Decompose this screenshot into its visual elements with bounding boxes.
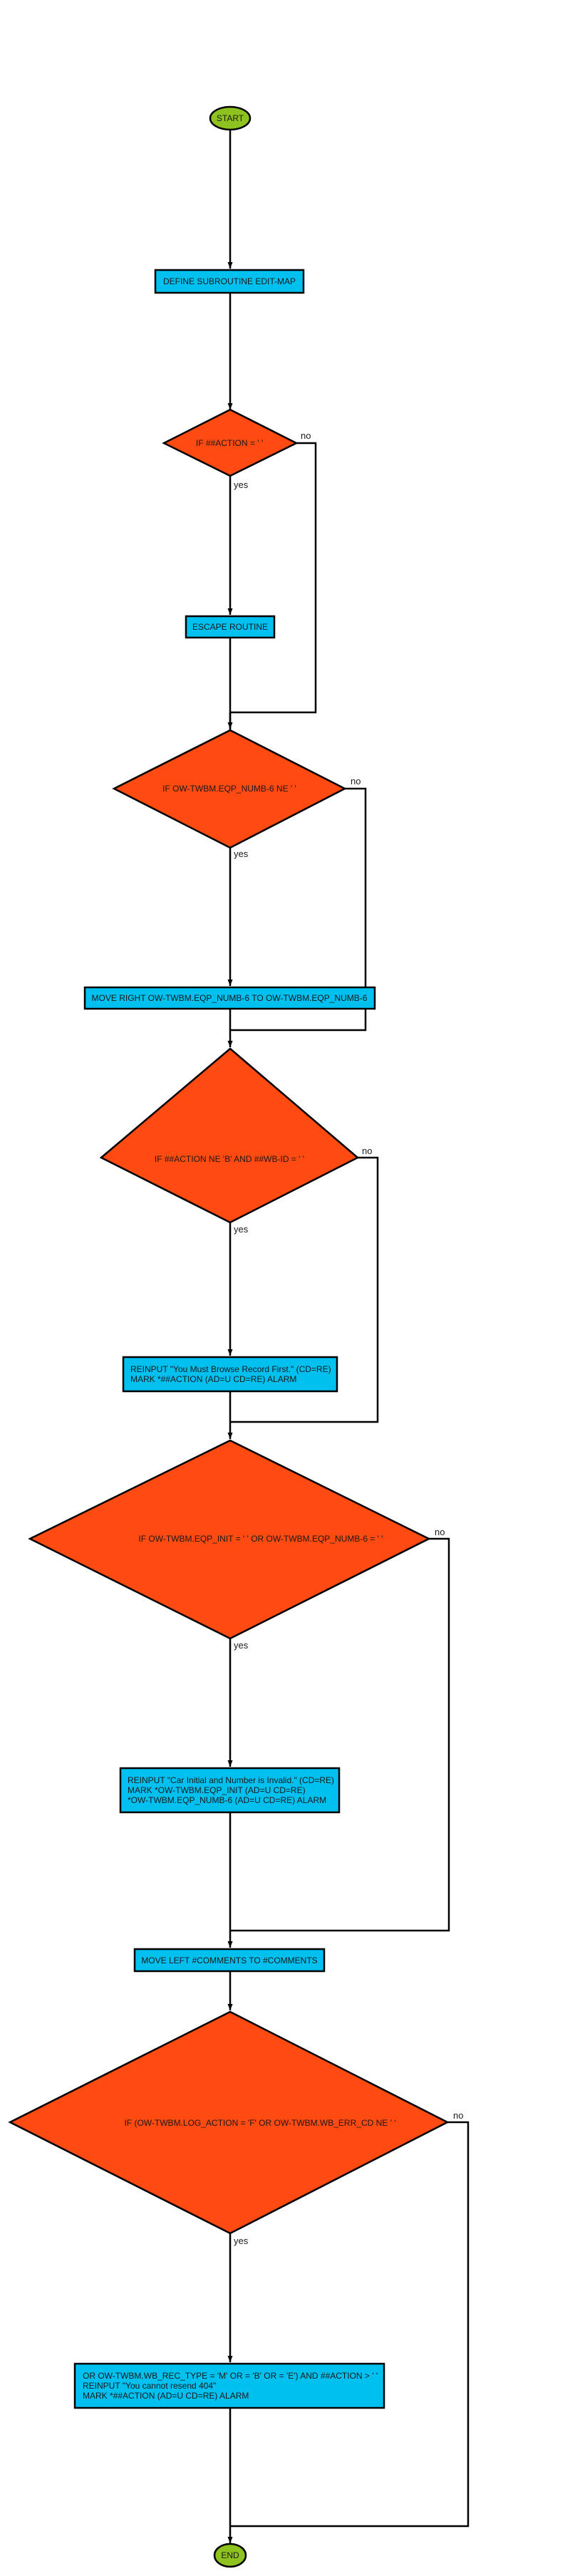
node-text-line: MOVE LEFT #COMMENTS TO #COMMENTS: [141, 1956, 317, 1965]
move-right-box: [83, 986, 376, 1010]
no-label-d2: no: [351, 776, 361, 786]
node-text-line: REINPUT "Car Initial and Number is Inval…: [128, 1775, 334, 1785]
reinput2-box: [119, 1767, 341, 1814]
reinput3-label: OR OW-TWBM.WB_REC_TYPE = 'M' OR = 'B' OR…: [83, 2371, 378, 2401]
node-define: DEFINE SUBROUTINE EDIT-MAP: [154, 269, 305, 294]
node-text-line: IF OW-TWBM.EQP_INIT = ' ' OR OW-TWBM.EQP…: [138, 1534, 383, 1544]
reinput3-box: [73, 2362, 385, 2409]
escape-label: ESCAPE ROUTINE: [192, 622, 268, 632]
node-reinput2: REINPUT "Car Initial and Number is Inval…: [119, 1767, 341, 1814]
node-move-right: MOVE RIGHT OW-TWBM.EQP_NUMB-6 TO OW-TWBM…: [83, 986, 376, 1010]
move-right-label: MOVE RIGHT OW-TWBM.EQP_NUMB-6 TO OW-TWBM…: [92, 993, 368, 1003]
node-d4: IF OW-TWBM.EQP_INIT = ' ' OR OW-TWBM.EQP…: [28, 1439, 431, 1640]
edge-d4-no-move-left: [230, 1537, 450, 1932]
escape-box: [185, 615, 276, 639]
node-text-line: MARK *OW-TWBM.EQP_INIT (AD=U CD=RE): [128, 1785, 306, 1795]
define-label: DEFINE SUBROUTINE EDIT-MAP: [163, 276, 296, 286]
d5-decision: [8, 2010, 450, 2235]
define-box: [154, 269, 305, 294]
edge-labels: yes no yes no yes no yes no yes no: [234, 430, 463, 2246]
node-text-line: MARK *##ACTION (AD=U CD=RE) ALARM: [83, 2391, 249, 2401]
node-text-line: IF ##ACTION NE 'B' AND ##WB-ID = ' ': [155, 1154, 304, 1164]
reinput2-label: REINPUT "Car Initial and Number is Inval…: [128, 1775, 334, 1805]
node-d1: IF ##ACTION = ' ': [162, 408, 299, 477]
node-text-line: END: [221, 2550, 239, 2560]
d1-label: IF ##ACTION = ' ': [196, 438, 263, 448]
node-text-line: START: [217, 113, 244, 123]
edge-d2-no-merge2: [230, 787, 367, 1032]
yes-label-d2: yes: [234, 848, 249, 859]
node-d5: IF (OW-TWBM.LOG_ACTION = 'F' OR OW-TWBM.…: [8, 2010, 450, 2235]
end-label: END: [221, 2550, 239, 2560]
d2-decision: [112, 729, 347, 849]
node-text-line: MOVE RIGHT OW-TWBM.EQP_NUMB-6 TO OW-TWBM…: [92, 993, 368, 1003]
no-label-d3: no: [362, 1146, 372, 1156]
edge-d3-no-merge3: [230, 1156, 379, 1423]
node-text-line: IF OW-TWBM.EQP_NUMB-6 NE ' ': [162, 784, 296, 794]
d4-decision: [28, 1439, 431, 1640]
node-reinput1: REINPUT "You Must Browse Record First." …: [122, 1356, 338, 1393]
yes-label-d5: yes: [234, 2235, 249, 2246]
no-label-d1: no: [301, 430, 311, 441]
node-text-line: REINPUT "You Must Browse Record First." …: [130, 1364, 331, 1374]
node-text-line: ESCAPE ROUTINE: [192, 622, 268, 632]
yes-label-d1: yes: [234, 479, 249, 490]
node-text-line: OR OW-TWBM.WB_REC_TYPE = 'M' OR = 'B' OR…: [83, 2371, 378, 2381]
d2-label: IF OW-TWBM.EQP_NUMB-6 NE ' ': [162, 784, 296, 794]
reinput1-box: [122, 1356, 338, 1393]
node-text-line: DEFINE SUBROUTINE EDIT-MAP: [163, 276, 296, 286]
start-terminal: [209, 105, 252, 131]
node-text-line: IF (OW-TWBM.LOG_ACTION = 'F' OR OW-TWBM.…: [124, 2118, 395, 2128]
no-label-d5: no: [453, 2110, 463, 2121]
node-end: END: [213, 2543, 247, 2568]
edge-d1-no-merge1: [230, 442, 317, 714]
yes-label-d4: yes: [234, 1640, 249, 1651]
move-left-label: MOVE LEFT #COMMENTS TO #COMMENTS: [141, 1956, 317, 1965]
node-reinput3: OR OW-TWBM.WB_REC_TYPE = 'M' OR = 'B' OR…: [73, 2362, 385, 2409]
node-text-line: IF ##ACTION = ' ': [196, 438, 263, 448]
no-label-d4: no: [435, 1527, 445, 1537]
node-start: START: [209, 105, 252, 131]
node-text-line: MARK *##ACTION (AD=U CD=RE) ALARM: [130, 1374, 296, 1384]
yes-label-d3: yes: [234, 1224, 249, 1235]
node-d2: IF OW-TWBM.EQP_NUMB-6 NE ' ': [112, 729, 347, 849]
d3-label: IF ##ACTION NE 'B' AND ##WB-ID = ' ': [155, 1154, 304, 1164]
node-d3: IF ##ACTION NE 'B' AND ##WB-ID = ' ': [99, 1047, 360, 1224]
node-move-left: MOVE LEFT #COMMENTS TO #COMMENTS: [133, 1948, 326, 1973]
d3-decision: [99, 1047, 360, 1224]
edges: [227, 130, 470, 2543]
node-escape: ESCAPE ROUTINE: [185, 615, 276, 639]
edge-d5-no-end: [230, 2121, 470, 2528]
d4-label: IF OW-TWBM.EQP_INIT = ' ' OR OW-TWBM.EQP…: [138, 1534, 383, 1544]
node-text-line: REINPUT "You cannot resend 404": [83, 2381, 216, 2391]
node-text-line: *OW-TWBM.EQP_NUMB-6 (AD=U CD=RE) ALARM: [128, 1795, 326, 1805]
d1-decision: [162, 408, 299, 477]
reinput1-label: REINPUT "You Must Browse Record First." …: [130, 1364, 331, 1384]
end-terminal: [213, 2543, 247, 2568]
move-left-box: [133, 1948, 326, 1973]
d5-label: IF (OW-TWBM.LOG_ACTION = 'F' OR OW-TWBM.…: [124, 2118, 395, 2128]
start-label: START: [217, 113, 244, 123]
